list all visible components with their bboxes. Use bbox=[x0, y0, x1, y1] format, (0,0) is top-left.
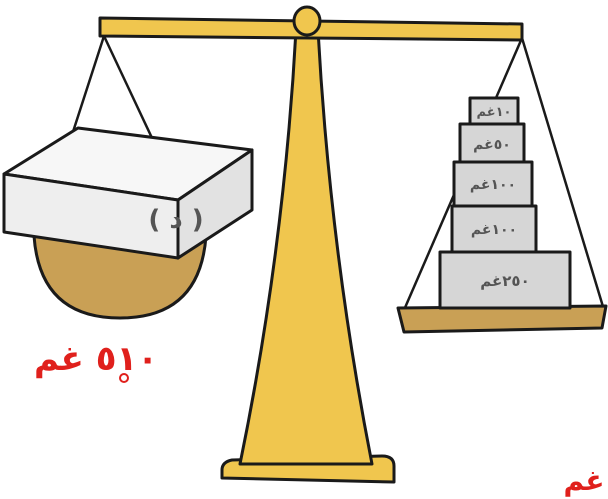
right-corner-annotation: غم bbox=[563, 464, 604, 497]
weight-100g-upper-label: ١٠٠غم bbox=[470, 177, 516, 193]
scale-pivot bbox=[294, 7, 320, 35]
box-d bbox=[4, 128, 252, 258]
weight-50g-label: ٥٠غم bbox=[473, 137, 511, 153]
box-label: ( د ) bbox=[148, 205, 203, 235]
left-total-annotation: ٥١٠ غم bbox=[34, 339, 158, 379]
weight-100g-lower-label: ١٠٠غم bbox=[471, 222, 517, 238]
weight-250g-label: ٢٥٠غم bbox=[480, 272, 529, 290]
right-pan bbox=[398, 306, 606, 332]
scale-column bbox=[240, 30, 372, 464]
weight-10g-label: ١٠غم bbox=[477, 105, 512, 120]
